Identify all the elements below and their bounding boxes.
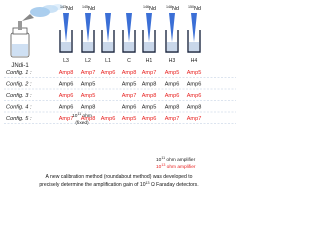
amp-cell: Amp8 <box>142 82 157 88</box>
faraday-cup-c <box>122 30 136 53</box>
ion-beam <box>169 13 175 42</box>
fixed-amplifier-note: 1011 ohm (fixed) <box>72 112 92 126</box>
amp-cell: Amp8 <box>59 70 74 76</box>
amp-cell: Amp6 <box>187 93 202 99</box>
amp-cell: Amp7 <box>81 70 96 76</box>
amp-cell: Amp6 <box>165 93 180 99</box>
amp-cell: Amp6 <box>187 82 202 88</box>
detector-label-l3: L3 <box>63 58 69 64</box>
amp-cell: Amp5 <box>142 105 157 111</box>
ion-beam <box>63 13 69 42</box>
config-label: Config. 1 : <box>6 70 32 76</box>
isotope-label: 145Nd <box>82 5 95 12</box>
detector-label-h3: H3 <box>169 58 176 64</box>
config-label: Config. 3 : <box>6 93 32 99</box>
amp-cell: Amp6 <box>59 105 74 111</box>
isotope-labels: 143Nd 145Nd 146Nd 148Nd 150Nd <box>60 5 201 12</box>
faraday-cup-h1 <box>142 30 156 53</box>
detector-label-l2: L2 <box>85 58 91 64</box>
detector-label-h1: H1 <box>146 58 153 64</box>
cup-interior <box>83 42 93 51</box>
amp-cell: Amp5 <box>122 116 137 122</box>
amp-cell: Amp6 <box>59 82 74 88</box>
cup-interior <box>189 42 199 51</box>
config-label: Config. 4 : <box>6 105 32 111</box>
amp-cell: Amp5 <box>122 82 137 88</box>
config-label: Config. 2 : <box>6 82 32 88</box>
cup-interior <box>124 42 134 51</box>
isotope-label: 148Nd <box>166 5 179 12</box>
fixed-note-line1: 1011 ohm <box>72 112 92 119</box>
amp-cell: Amp7 <box>59 116 74 122</box>
config-label: Config. 5 : <box>6 116 32 122</box>
ion-beam <box>85 13 91 42</box>
amp-cell: Amp7 <box>187 116 202 122</box>
cup-interior <box>61 42 71 51</box>
detector-label-c: C <box>127 58 131 64</box>
isotope-label: 146Nd <box>143 5 156 12</box>
amp-cell: Amp8 <box>142 93 157 99</box>
amp-cell: Amp6 <box>165 82 180 88</box>
amplifier-legend: 1011 ohm amplifier 1013 ohm amplifier <box>156 156 196 170</box>
ion-beam <box>126 13 132 42</box>
amp-cell: Amp8 <box>122 70 137 76</box>
cup-interior <box>167 42 177 51</box>
amp-cell: Amp6 <box>142 116 157 122</box>
amp-cell: Amp8 <box>81 116 96 122</box>
legend-item-1e13: 1013 ohm amplifier <box>156 163 196 170</box>
faraday-cup-h3 <box>165 30 179 53</box>
spray-plume <box>18 4 64 30</box>
amp-cell: Amp7 <box>142 70 157 76</box>
sample-vial <box>10 27 30 58</box>
ion-beam <box>105 13 111 42</box>
amp-cell: Amp7 <box>165 116 180 122</box>
detector-label-h4: H4 <box>191 58 198 64</box>
caption-line-1: A new calibration method (roundabout met… <box>46 174 193 180</box>
amp-cell: Amp5 <box>81 82 96 88</box>
ion-beam <box>146 13 152 42</box>
fixed-note-line2: (fixed) <box>75 120 89 126</box>
detector-label-l1: L1 <box>105 58 111 64</box>
amp-cell: Amp6 <box>59 93 74 99</box>
cup-interior <box>144 42 154 51</box>
amp-cell: Amp8 <box>187 105 202 111</box>
amp-cell: Amp8 <box>81 105 96 111</box>
amp-cell: Amp6 <box>122 105 137 111</box>
amp-cell: Amp7 <box>122 93 137 99</box>
sample-label: JNdi-1 <box>11 63 29 69</box>
faraday-cup-l2 <box>81 30 95 53</box>
isotope-label: 150Nd <box>188 5 201 12</box>
legend-item-1e11: 1011 ohm amplifier <box>156 156 196 163</box>
ion-beams <box>63 13 197 42</box>
cup-interior <box>103 42 113 51</box>
amp-cell: Amp5 <box>187 70 202 76</box>
amp-cell: Amp6 <box>101 70 116 76</box>
amp-cell: Amp6 <box>101 116 116 122</box>
faraday-cups <box>59 30 201 53</box>
detector-labels: L3 L2 L1 C H1 H3 H4 <box>63 58 197 64</box>
isotope-label: 143Nd <box>60 5 73 12</box>
caption-line-2: precisely determine the amplification ga… <box>39 181 198 188</box>
amp-cell: Amp5 <box>165 70 180 76</box>
amp-cell: Amp5 <box>81 93 96 99</box>
faraday-cup-l3 <box>59 30 73 53</box>
faraday-cup-h4 <box>187 30 201 53</box>
faraday-cup-l1 <box>101 30 115 53</box>
ion-beam <box>191 13 197 42</box>
amp-cell: Amp8 <box>165 105 180 111</box>
